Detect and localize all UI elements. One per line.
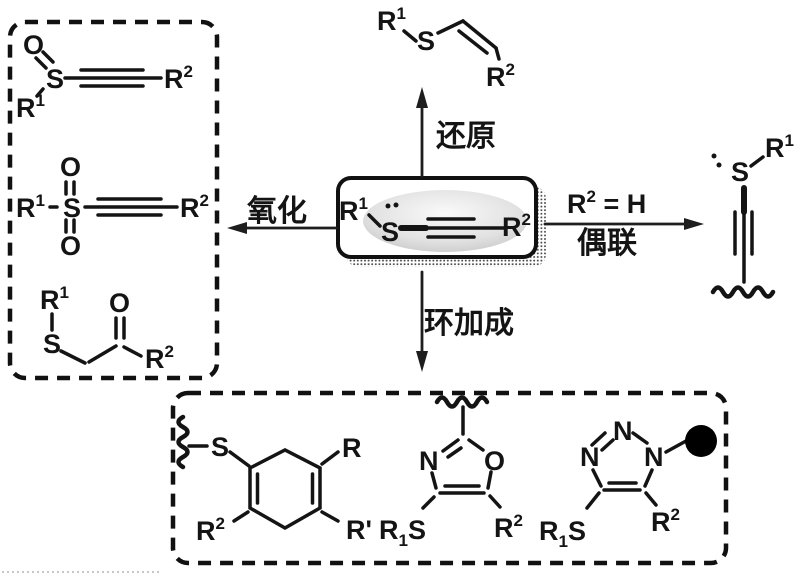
highlight-ellipse xyxy=(363,190,527,252)
sulfone-o-bottom-label: O xyxy=(60,231,81,261)
sulfoxide-bonds xyxy=(34,50,163,98)
cycloaddition-box-border xyxy=(170,390,729,566)
chain-squiggle xyxy=(434,395,490,409)
center-s-label: S xyxy=(381,217,399,247)
center-r1-label: R1 xyxy=(339,194,368,226)
sulfoxide-o-label: O xyxy=(23,30,44,60)
coupling-condition: R2 = H xyxy=(567,187,646,219)
center-thioalkyne: R1 S R2 xyxy=(336,176,546,267)
diene-r-label: R xyxy=(342,433,362,463)
surface-s-label: S xyxy=(731,157,749,187)
cycloaddition-products-box: S R R' R2 N O R1S R2 xyxy=(170,390,729,566)
oxazole-r2-label: R2 xyxy=(494,511,523,543)
cyclohexadiene-structure: S R R' R2 xyxy=(176,414,372,546)
sulfoxide-structure: O S R1 R2 xyxy=(16,30,193,123)
triazole-r1s-label: R1S xyxy=(539,516,586,551)
oxazole-bonds xyxy=(421,405,502,510)
sulfoxide-r2-label: R2 xyxy=(164,62,193,94)
triazole-n-top-label: N xyxy=(613,416,633,446)
triazole-structure: N N N R1S R2 xyxy=(539,416,717,551)
thioketone-s-label: S xyxy=(43,329,61,359)
coupling-label: 偶联 xyxy=(577,227,637,260)
vinyl-s-label: S xyxy=(417,26,435,56)
reduction-label: 还原 xyxy=(436,120,496,153)
sulfone-s-label: S xyxy=(63,193,81,223)
center-r2-label: R2 xyxy=(502,210,531,242)
diene-rprime-label: R' xyxy=(346,515,372,545)
oxidation-arrow xyxy=(227,222,338,234)
sulfone-structure: O R1 S O R2 xyxy=(16,152,209,261)
oxazole-o-label: O xyxy=(484,446,505,476)
oxazole-r1s-label: R1S xyxy=(379,515,426,550)
surface-r1-label: R1 xyxy=(765,131,794,163)
support-ball-icon xyxy=(685,425,717,457)
thioketone-o-label: O xyxy=(109,288,130,318)
reduction-arrow xyxy=(416,87,428,178)
lone-pair-dot xyxy=(716,162,722,168)
sulfoxide-s-label: S xyxy=(46,64,64,94)
sulfone-r1-label: R1 xyxy=(16,191,45,223)
cyclohexadiene-bonds xyxy=(187,444,340,531)
triazole-n1-label: N xyxy=(644,442,664,472)
cycloaddition-label: 环加成 xyxy=(424,307,514,340)
chain-squiggle xyxy=(176,414,190,470)
coupling-arrow xyxy=(543,218,704,230)
lone-pair-dot xyxy=(393,202,399,208)
oxazole-n-label: N xyxy=(419,446,439,476)
sulfone-bonds xyxy=(48,180,179,234)
triazole-n-left-label: N xyxy=(580,442,600,472)
center-bonds xyxy=(367,213,507,239)
vinyl-r1-label: R1 xyxy=(377,4,406,36)
sulfone-o-top-label: O xyxy=(60,152,81,182)
arrowhead-up xyxy=(416,87,428,108)
thioketone-bonds xyxy=(50,312,143,365)
lone-pair-dot xyxy=(711,153,717,159)
surface-squiggle xyxy=(710,285,776,299)
vinyl-r2-label: R2 xyxy=(486,60,515,92)
thioketone-structure: R1 S O R2 xyxy=(40,283,174,374)
sulfone-r2-label: R2 xyxy=(180,191,209,223)
vinyl-sulfide-structure: R1 S R2 xyxy=(377,4,515,92)
oxidation-products-box: O S R1 R2 O xyxy=(7,19,220,381)
triazole-bonds xyxy=(585,431,688,510)
surface-bonds xyxy=(733,155,765,284)
arrowhead-down xyxy=(416,351,428,372)
surface-alkyne-structure: S R1 xyxy=(710,131,794,299)
cycloaddition-arrow xyxy=(416,270,428,372)
triazole-r2-label: R2 xyxy=(651,505,680,537)
oxidation-label: 氧化 xyxy=(247,195,307,228)
vinyl-bonds xyxy=(402,19,501,61)
arrowhead-right xyxy=(684,218,704,230)
lone-pair-dot xyxy=(385,203,391,209)
diene-s-label: S xyxy=(211,432,229,462)
oxazole-structure: N O R1S R2 xyxy=(379,395,523,550)
thioketone-r1-label: R1 xyxy=(40,283,69,315)
diene-r2-label: R2 xyxy=(196,514,225,546)
sulfoxide-r1-label: R1 xyxy=(16,91,45,123)
oxidation-box-border xyxy=(7,19,220,381)
arrowhead-left xyxy=(227,222,247,234)
thioketone-r2-label: R2 xyxy=(145,342,174,374)
